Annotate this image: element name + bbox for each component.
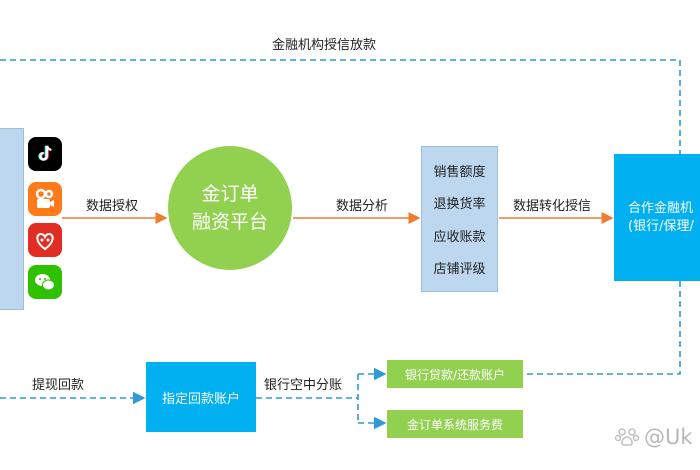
- data-to-credit-label: 数据转化授信: [513, 199, 592, 214]
- merchant-bar: [0, 128, 24, 310]
- withdraw-label: 提现回款: [32, 378, 85, 393]
- metric-item: 店铺评级: [433, 262, 486, 278]
- bank-split-label: 银行空中分账: [264, 378, 343, 393]
- partner-line2: (银行/保理/: [628, 218, 694, 234]
- partner-return-line: [524, 281, 681, 375]
- data-analysis-label: 数据分析: [336, 199, 389, 214]
- credit-loop-line: [0, 59, 681, 154]
- metric-item: 销售额度: [433, 164, 486, 180]
- platform-line2: 融资平台: [191, 211, 268, 233]
- platform-line1: 金订单: [201, 183, 259, 205]
- pinduoduo-icon: [28, 223, 62, 257]
- data-auth-label: 数据授权: [86, 199, 139, 214]
- metrics-box: 销售额度 退换货率 应收账款 店铺评级: [421, 146, 498, 292]
- partner-line1: 合作金融机: [628, 200, 694, 216]
- top-credit-label: 金融机构授信放款: [272, 38, 377, 53]
- watermark: @Uk: [614, 425, 693, 449]
- metric-item: 应收账款: [433, 229, 486, 245]
- financing-platform-node: 金订单 融资平台: [168, 146, 292, 270]
- bank-loan-account-box: 银行贷款/还款账户: [387, 360, 523, 388]
- paw-icon: [614, 428, 640, 446]
- designated-account-box: 指定回款账户: [146, 362, 256, 432]
- wechat-icon: [28, 265, 62, 299]
- service-fee-box: 金订单系统服务费: [387, 410, 523, 438]
- partner-institution-box: 合作金融机 (银行/保理/: [614, 154, 700, 281]
- tiktok-icon: [28, 137, 62, 171]
- metric-item: 退换货率: [433, 197, 486, 213]
- watermark-text: @Uk: [644, 425, 693, 449]
- kuaishou-icon: [28, 182, 62, 216]
